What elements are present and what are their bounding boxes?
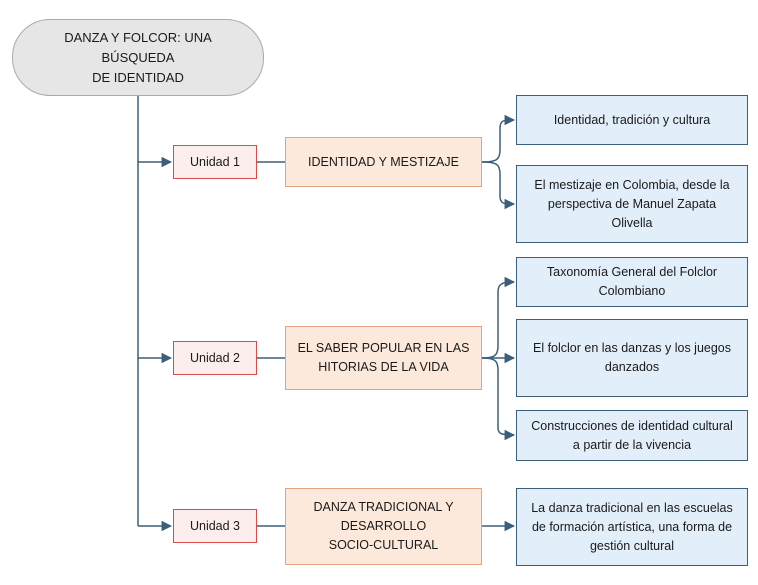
unit-1-label: Unidad 1 (189, 154, 241, 169)
subtopic-2-2-box: El folclor en las danzas y los juegos da… (516, 319, 748, 397)
subtopic-2-1-box: Taxonomía General del Folclor Colombiano (516, 257, 748, 307)
subtopic-1-1-box: Identidad, tradición y cultura (516, 95, 748, 145)
unit-2-box: Unidad 2 (173, 341, 257, 375)
subtopic-2-1-text: Taxonomía General del Folclor Colombiano (546, 265, 718, 298)
subtopic-1-2-box: El mestizaje en Colombia, desde la persp… (516, 165, 748, 243)
unit-3-box: Unidad 3 (173, 509, 257, 543)
diagram-title-text: DANZA Y FOLCOR: UNA BÚSQUEDA DE IDENTIDA… (64, 29, 212, 85)
unit-1-box: Unidad 1 (173, 145, 257, 179)
subtopic-3-1-text: La danza tradicional en las escuelas de … (531, 500, 733, 553)
topic-1-text: IDENTIDAD Y MESTIZAJE (308, 154, 459, 169)
branch-topic-1 (481, 114, 516, 163)
subtopic-1-1-text: Identidad, tradición y cultura (553, 112, 711, 127)
branch-topic-1b (481, 161, 516, 210)
unit-2-label: Unidad 2 (189, 350, 241, 365)
topic-1-box: IDENTIDAD Y MESTIZAJE (285, 137, 482, 187)
subtopic-2-3-box: Construcciones de identidad cultural a p… (516, 410, 748, 461)
subtopic-3-1-box: La danza tradicional en las escuelas de … (516, 488, 748, 566)
diagram-title: DANZA Y FOLCOR: UNA BÚSQUEDA DE IDENTIDA… (12, 19, 264, 96)
topic-3-box: DANZA TRADICIONAL Y DESARROLLO SOCIO-CUL… (285, 488, 482, 565)
topic-2-box: EL SABER POPULAR EN LAS HITORIAS DE LA V… (285, 326, 482, 390)
branch-topic-2a (481, 276, 516, 359)
topic-3-text: DANZA TRADICIONAL Y DESARROLLO SOCIO-CUL… (313, 500, 454, 552)
subtopic-2-2-text: El folclor en las danzas y los juegos da… (532, 341, 732, 374)
subtopic-1-2-text: El mestizaje en Colombia, desde la persp… (534, 177, 730, 230)
unit-3-label: Unidad 3 (189, 518, 241, 533)
subtopic-2-3-text: Construcciones de identidad cultural a p… (531, 418, 733, 452)
branch-topic-2c (481, 357, 516, 441)
topic-2-text: EL SABER POPULAR EN LAS HITORIAS DE LA V… (297, 341, 470, 374)
